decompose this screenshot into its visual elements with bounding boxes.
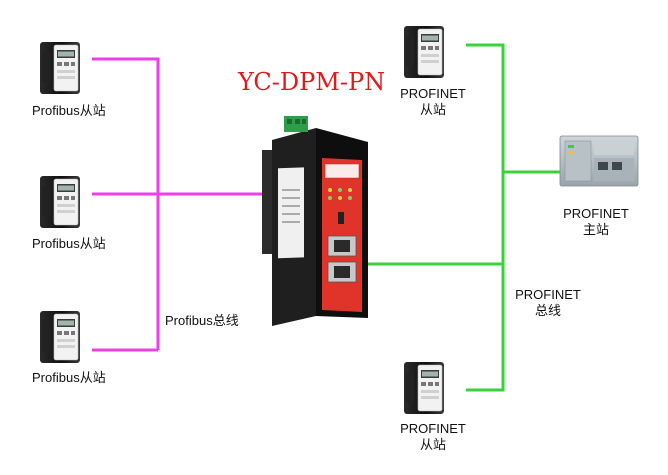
profibus-bus-lines [92, 57, 272, 352]
profibus-slave-label-1: Profibus从站 [32, 103, 106, 118]
profinet-slave-top-label-line1: PROFINET [400, 86, 466, 101]
diagram-title: YC-DPM-PN [238, 68, 386, 96]
profibus-slave-device-1 [39, 41, 81, 95]
profinet-bus-label: PROFINET 总线 [513, 287, 583, 319]
gateway-device [262, 116, 368, 326]
profinet-slave-top-label: PROFINET 从站 [398, 86, 468, 118]
profinet-slave-bottom-label-line2: 从站 [419, 437, 446, 452]
profibus-bus-label: Profibus总线 [165, 313, 239, 328]
profinet-master-plc [559, 135, 639, 187]
profinet-master-label: PROFINET 主站 [561, 206, 631, 238]
profinet-master-label-line2: 主站 [582, 222, 609, 237]
profinet-slave-device-bottom [403, 361, 445, 415]
profinet-slave-bottom-label: PROFINET 从站 [398, 421, 468, 453]
profibus-slave-label-3: Profibus从站 [32, 370, 106, 385]
profibus-slave-device-2 [39, 175, 81, 229]
profibus-link-1 [92, 57, 160, 350]
profinet-slave-device-top [403, 25, 445, 79]
profibus-slave-label-2: Profibus从站 [32, 236, 106, 251]
profinet-slave-bottom-label-line1: PROFINET [400, 421, 466, 436]
profinet-slave-top-label-line2: 从站 [419, 102, 446, 117]
profinet-bus-label-line1: PROFINET [515, 287, 581, 302]
profinet-master-label-line1: PROFINET [563, 206, 629, 221]
profinet-bus-label-line2: 总线 [534, 303, 561, 318]
profibus-slave-device-3 [39, 310, 81, 364]
profinet-link-top [466, 43, 505, 392]
profinet-bus-lines [360, 43, 560, 392]
